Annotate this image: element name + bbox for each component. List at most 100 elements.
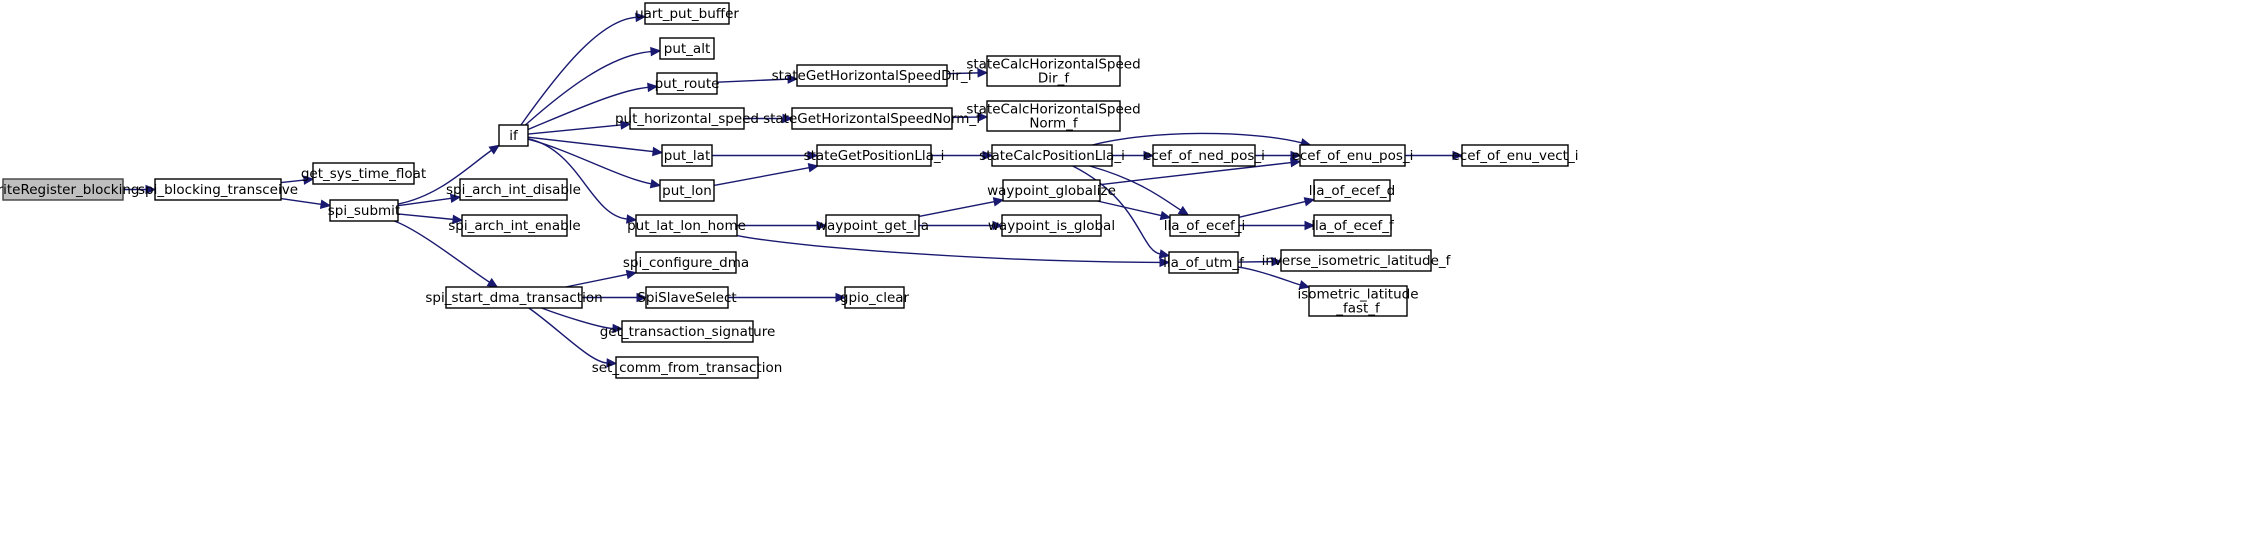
- arrowhead: [636, 292, 648, 303]
- arrowhead: [1158, 249, 1171, 259]
- edge-lla-of-ecef-i-to-lla-of-ecef-d: [1238, 197, 1316, 218]
- node-label: waypoint_globalize: [987, 183, 1116, 199]
- node-box: [2, 178, 124, 201]
- node-spi-arch-int-enable[interactable]: spi_arch_int_enable: [448, 214, 581, 237]
- node-spislaveselect[interactable]: SpiSlaveSelect: [637, 286, 737, 309]
- node-box: [661, 144, 713, 167]
- node-waypoint-globalize[interactable]: waypoint_globalize: [987, 179, 1116, 202]
- arrowhead: [452, 214, 464, 225]
- edge-ecef-of-enu-pos-i-to-ecef-of-enu-vect-i: [1405, 150, 1464, 161]
- node-lla-of-ecef-i[interactable]: lla_of_ecef_i: [1164, 214, 1246, 237]
- node-ecef-of-ned-pos-i[interactable]: ecef_of_ned_pos_i: [1143, 144, 1265, 167]
- edge-if-to-uart-put-buffer: [520, 12, 647, 126]
- node-if[interactable]: if: [498, 124, 529, 147]
- node-ecef-of-enu-vect-i[interactable]: ecef_of_enu_vect_i: [1452, 144, 1579, 167]
- arrowhead: [992, 197, 1005, 207]
- node-label: spi_arch_int_enable: [448, 218, 580, 234]
- node-gpio-clear[interactable]: gpio_clear: [840, 286, 910, 309]
- node-lla-of-ecef-d[interactable]: lla_of_ecef_d: [1309, 179, 1395, 202]
- node-lla-of-ecef-f[interactable]: lla_of_ecef_f: [1311, 214, 1395, 237]
- node-put-lat-lon-home[interactable]: put_lat_lon_home: [627, 214, 746, 237]
- node-writeregister-blocking[interactable]: writeRegister_blocking: [0, 178, 139, 201]
- node-put-horizontal-speed[interactable]: put_horizontal_speed: [615, 107, 759, 130]
- arrowhead: [1298, 280, 1311, 290]
- node-layer: writeRegister_blockingspi_blocking_trans…: [0, 2, 1579, 379]
- arrowhead: [787, 74, 799, 84]
- edge-spi-submit-to-spi-arch-int-disable: [397, 193, 462, 207]
- node-put-lat[interactable]: put_lat: [661, 144, 713, 167]
- node-uart-put-buffer[interactable]: uart_put_buffer: [635, 2, 739, 25]
- node-put-lon[interactable]: put_lon: [659, 179, 715, 202]
- edge-line: [541, 307, 614, 330]
- arrowhead: [1290, 150, 1302, 161]
- node-stategethorizontalspeednorm-f[interactable]: stateGetHorizontalSpeedNorm_f: [763, 107, 982, 130]
- edge-line: [1072, 165, 1161, 255]
- node-get-transaction-signature[interactable]: get_transaction_signature: [600, 320, 776, 343]
- arrowhead: [992, 220, 1004, 231]
- node-waypoint-get-lla[interactable]: waypoint_get_lla: [816, 214, 929, 237]
- node-inverse-isometric-latitude-f[interactable]: inverse_isometric_latitude_f: [1262, 249, 1452, 272]
- edge-line: [527, 86, 649, 131]
- node-label: stateGetHorizontalSpeedNorm_f: [763, 111, 982, 127]
- arrowhead: [319, 199, 332, 209]
- node-stategethorizontalspeeddir-f[interactable]: stateGetHorizontalSpeedDir_f: [772, 64, 974, 87]
- node-box: [1308, 285, 1408, 317]
- node-label: spi_blocking_transceive: [138, 182, 298, 198]
- edge-spi-submit-to-if: [397, 144, 501, 205]
- edge-waypoint-globalize-to-lla-of-ecef-i: [1097, 200, 1172, 221]
- arrowhead: [1159, 257, 1171, 268]
- node-box: [154, 178, 282, 201]
- node-box: [1461, 144, 1569, 167]
- node-spi-configure-dma[interactable]: spi_configure_dma: [623, 251, 749, 274]
- node-spi-arch-int-disable[interactable]: spi_arch_int_disable: [446, 178, 581, 201]
- node-box: [796, 64, 948, 87]
- arrowhead: [1177, 205, 1190, 216]
- node-label: put_route: [655, 76, 720, 92]
- edge-layer: [123, 12, 1464, 368]
- node-set-comm-from-transaction[interactable]: set_comm_from_transaction: [592, 356, 783, 379]
- node-label: waypoint_is_global: [988, 218, 1115, 234]
- node-box: [461, 214, 568, 237]
- edge-line: [1089, 165, 1182, 211]
- node-box: [986, 55, 1121, 87]
- node-ecef-of-enu-pos-i[interactable]: ecef_of_enu_pos_i: [1292, 144, 1414, 167]
- node-label: SpiSlaveSelect: [637, 290, 736, 306]
- edge-if-to-put-lat: [527, 136, 664, 157]
- node-label: put_lat_lon_home: [627, 218, 746, 234]
- node-waypoint-is-global[interactable]: waypoint_is_global: [988, 214, 1115, 237]
- edge-ecef-of-ned-pos-i-to-ecef-of-enu-pos-i: [1255, 150, 1302, 161]
- edge-spi-start-dma-transaction-to-spi-configure-dma: [565, 269, 638, 288]
- node-statecalcpositionlla-i[interactable]: stateCalcPositionLla_i: [979, 144, 1125, 167]
- node-box: [615, 356, 759, 379]
- arrowhead: [449, 193, 462, 204]
- arrowhead: [612, 323, 624, 334]
- edge-statecalcpositionlla-i-to-ecef-of-ned-pos-i: [1112, 150, 1155, 161]
- node-spi-blocking-transceive[interactable]: spi_blocking_transceive: [138, 178, 298, 201]
- node-spi-submit[interactable]: spi_submit: [328, 199, 400, 222]
- edge-writeregister-blocking-to-spi-blocking-transceive: [123, 184, 157, 195]
- node-label: lla_of_utm_f: [1163, 255, 1245, 271]
- node-spi-start-dma-transaction[interactable]: spi_start_dma_transaction: [425, 286, 603, 309]
- node-lla-of-utm-f[interactable]: lla_of_utm_f: [1163, 251, 1245, 274]
- node-get-sys-time-float[interactable]: get_sys_time_float: [301, 162, 426, 185]
- node-box: [659, 179, 715, 202]
- arrowhead: [652, 146, 664, 157]
- node-isometric-latitude-fast-f[interactable]: isometric_latitude_fast_f: [1297, 285, 1419, 317]
- node-put-route[interactable]: put_route: [655, 72, 720, 95]
- arrowhead: [1452, 150, 1464, 161]
- edge-spi-blocking-transceive-to-get-sys-time-float: [280, 175, 315, 185]
- edge-spislaveselect-to-gpio-clear: [728, 292, 847, 303]
- node-box: [791, 107, 953, 130]
- arrowhead: [1303, 197, 1316, 207]
- edge-if-to-put-lat-lon-home: [527, 137, 638, 224]
- node-label: if: [509, 128, 519, 144]
- edge-lla-of-utm-f-to-isometric-latitude-fast-f: [1237, 266, 1311, 290]
- node-box: [312, 162, 415, 185]
- node-stategetpositionlla-i[interactable]: stateGetPositionLla_i: [804, 144, 945, 167]
- node-put-alt[interactable]: put_alt: [659, 37, 715, 60]
- edge-line: [520, 16, 637, 126]
- node-label: stateCalcPositionLla_i: [979, 148, 1125, 164]
